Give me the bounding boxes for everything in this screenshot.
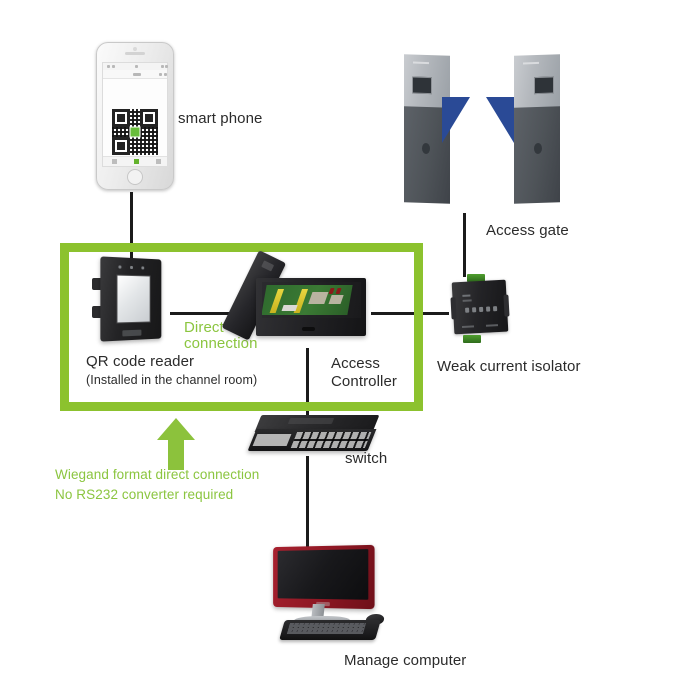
connector-phone-to-reader <box>130 192 133 285</box>
wiegand-note-line2: No RS232 converter required <box>55 487 234 502</box>
connector-gate-to-isolator <box>463 213 466 277</box>
direct-connection-label-line1: Direct <box>184 319 224 336</box>
connector-controller-to-switch <box>306 348 309 423</box>
smartphone-qr-icon <box>96 42 174 190</box>
switch-label: switch <box>345 450 388 467</box>
qr-code-reader-label: QR code reader <box>86 353 195 370</box>
connector-reader-to-controller <box>170 312 232 315</box>
wiegand-up-arrow <box>157 418 195 470</box>
weak-current-isolator-label: Weak current isolator <box>437 358 581 375</box>
network-switch-icon <box>247 415 380 457</box>
connector-switch-to-computer <box>306 456 309 552</box>
access-controller-label-line1: Access <box>331 355 380 372</box>
access-gate-label: Access gate <box>486 222 569 239</box>
access-controller-label-line2: Controller <box>331 373 398 390</box>
connector-controller-to-isolator <box>371 312 449 315</box>
direct-connection-label-line2: connection <box>184 335 258 352</box>
access-controller-box-icon <box>212 248 372 352</box>
manage-computer-label: Manage computer <box>344 652 467 669</box>
turnstile-gate-icon <box>398 54 573 210</box>
qr-code-reader-icon <box>92 256 166 342</box>
direct-connection-highlight <box>60 243 423 411</box>
qr-code-reader-sublabel: (Installed in the channel room) <box>86 373 258 387</box>
desktop-computer-icon <box>260 544 400 646</box>
isolator-module-icon <box>447 272 513 344</box>
smart-phone-label: smart phone <box>178 110 263 127</box>
wiegand-note-line1: Wiegand format direct connection <box>55 467 260 482</box>
